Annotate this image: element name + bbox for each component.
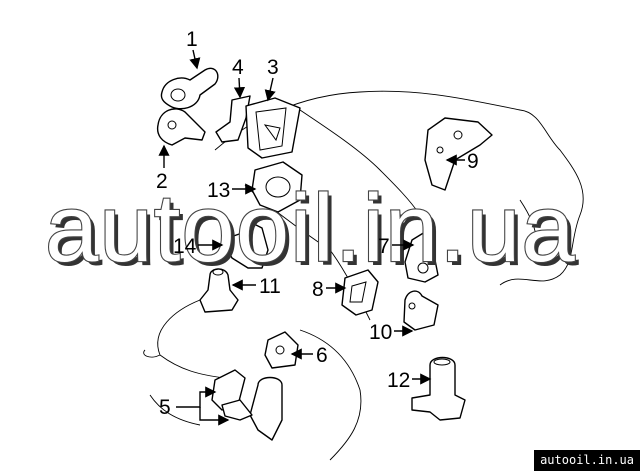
arrow-5a [176, 386, 217, 408]
arrow-4 [233, 77, 246, 99]
part-9-bracket [424, 117, 493, 191]
footer-watermark: autooil.in.ua [534, 450, 640, 471]
callout-5: 5 [159, 396, 171, 419]
arrow-5b [199, 407, 230, 426]
watermark-text: autooil.in.ua [45, 175, 576, 282]
part-2-bracket [156, 108, 206, 146]
watermark: autooil.in.ua autooil.in.ua [44, 174, 580, 286]
callout-9: 9 [467, 150, 479, 173]
callout-10: 10 [369, 321, 392, 344]
part-5-mount-assembly [211, 369, 283, 441]
callout-12: 12 [387, 369, 410, 392]
callout-2: 2 [156, 170, 168, 193]
arrow-3 [264, 77, 276, 102]
callout-6: 6 [316, 344, 328, 367]
part-12-mount [411, 356, 466, 421]
part-6-bracket [264, 331, 299, 369]
watermark-shadow: autooil.in.ua [49, 179, 580, 286]
arrow-1 [189, 49, 201, 70]
part-1-mount [160, 67, 219, 110]
part-11-mount [199, 268, 239, 313]
part-4-bracket [215, 95, 251, 143]
part-3-mount [245, 97, 301, 159]
callouts: 1 2 3 4 5 6 7 8 9 10 11 12 13 14 [156, 28, 479, 426]
callout-4: 4 [232, 56, 244, 79]
callout-1: 1 [186, 28, 198, 51]
part-10-bracket [403, 290, 439, 331]
callout-11: 11 [259, 275, 281, 298]
callout-7: 7 [378, 235, 390, 258]
callout-8: 8 [312, 278, 324, 301]
part-14-bracket [221, 221, 269, 269]
callout-13: 13 [207, 179, 230, 202]
part-8-mount [341, 269, 379, 316]
callout-3: 3 [267, 56, 279, 79]
callout-14: 14 [173, 235, 197, 258]
